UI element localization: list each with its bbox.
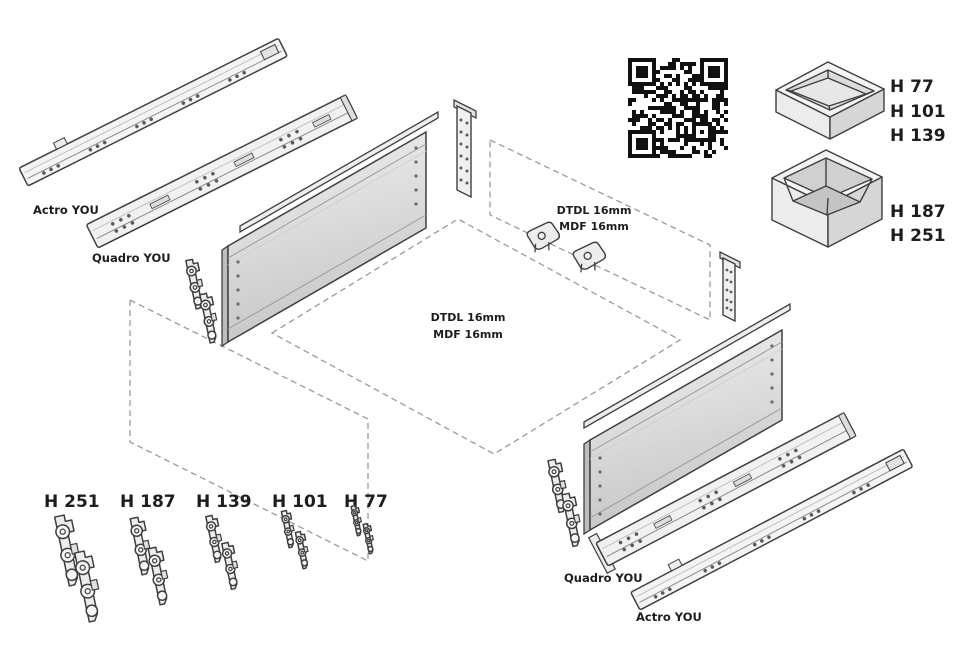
qr-code: [628, 58, 728, 158]
connector-pair-h187: [128, 515, 174, 606]
drawer-height-labels-shallow: H 77 H 101 H 139: [890, 77, 946, 146]
side-panel-left: [221, 130, 427, 348]
bottom-panel-material-line2: MDF 16mm: [433, 328, 503, 341]
rail-actro-bottom: [630, 449, 913, 611]
bottom-panel-material-line1: DTDL 16mm: [431, 311, 506, 324]
drawer-height-label-h139: H 139: [890, 126, 946, 146]
back-panel-clip-right: [570, 239, 610, 276]
drawer-height-label-h251: H 251: [890, 226, 946, 246]
connector-size-label-h187: H 187: [120, 492, 176, 512]
rail-actro-top: [18, 38, 288, 187]
front-connector-pair-right: [546, 457, 586, 548]
drawer-height-label-h101: H 101: [890, 102, 946, 122]
rail-quadro-bottom: [587, 412, 857, 574]
connector-pair-h101: [280, 509, 312, 570]
drawer-height-labels-deep: H 187 H 251: [890, 202, 946, 246]
gallery-rail-right: [583, 302, 791, 430]
gallery-rail-left: [239, 110, 439, 234]
drawer-box-deep: [771, 149, 883, 248]
back-panel-material-line1: DTDL 16mm: [557, 204, 632, 217]
back-panel-clip-left: [524, 219, 564, 256]
back-panel-connector-right: [719, 250, 741, 323]
front-connector-pair-left: [184, 257, 222, 344]
side-panel-right: [583, 328, 783, 536]
drawer-height-label-h187: H 187: [890, 202, 946, 222]
rail-actro-bottom-label: Actro YOU: [636, 610, 702, 624]
connector-size-label-h77: H 77: [344, 492, 388, 512]
drawer-height-label-h77: H 77: [890, 77, 934, 97]
connector-size-label-h251: H 251: [44, 492, 100, 512]
connector-pair-h139: [204, 514, 243, 591]
connector-size-label-h101: H 101: [272, 492, 328, 512]
bottom-panel-dashed: DTDL 16mm MDF 16mm: [270, 218, 682, 455]
connector-size-label-h139: H 139: [196, 492, 252, 512]
rail-quadro-top-label: Quadro YOU: [92, 251, 171, 265]
front-connector-row: H 251 H 187 H 139 H 101 H 77: [44, 492, 388, 623]
back-panel-dashed: DTDL 16mm MDF 16mm: [489, 138, 711, 322]
rail-quadro-top: [86, 94, 358, 249]
front-panel-dashed: [129, 298, 369, 563]
rail-quadro-bottom-label: Quadro YOU: [564, 571, 643, 585]
back-panel-connector-left: [453, 98, 477, 199]
connector-pair-h251: [52, 513, 106, 623]
drawer-box-shallow: [775, 61, 885, 140]
rail-actro-top-label: Actro YOU: [33, 203, 99, 217]
back-panel-material-line2: MDF 16mm: [559, 220, 629, 233]
connector-pair-h77: [350, 504, 377, 555]
